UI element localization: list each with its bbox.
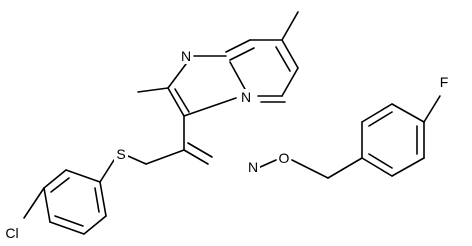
- bond: [361, 157, 393, 177]
- bond: [174, 88, 190, 113]
- bond: [281, 39, 299, 69]
- bond: [43, 169, 67, 189]
- bond: [229, 47, 255, 61]
- bond: [187, 142, 213, 158]
- bond: [183, 149, 209, 165]
- bonds: [23, 11, 441, 235]
- bond: [50, 177, 70, 193]
- atom-f: F: [440, 74, 449, 90]
- bond: [291, 159, 329, 179]
- atom-cl: Cl: [5, 225, 18, 241]
- bond: [65, 169, 101, 183]
- bond: [43, 187, 51, 223]
- bond: [54, 215, 84, 227]
- bond: [167, 87, 185, 117]
- bond: [391, 103, 425, 123]
- bond: [99, 181, 107, 217]
- bond: [281, 67, 299, 97]
- bond: [145, 149, 185, 165]
- bond: [229, 61, 247, 92]
- atom-n-bridgehead: N: [241, 89, 251, 105]
- bond: [275, 46, 291, 72]
- atom-o-oxime: O: [279, 150, 290, 166]
- bond: [361, 103, 393, 123]
- bond: [423, 95, 441, 123]
- bond: [368, 153, 393, 169]
- bond: [281, 11, 299, 41]
- bond: [127, 155, 147, 165]
- atom-n-oxime: N: [248, 159, 258, 175]
- bond: [183, 97, 237, 117]
- bond: [99, 159, 115, 183]
- bond: [83, 215, 107, 235]
- bond: [49, 221, 85, 235]
- bond: [137, 87, 169, 93]
- atom-n-imidazole: N: [181, 48, 191, 64]
- atom-s-thioether: S: [116, 146, 125, 162]
- bond: [257, 159, 277, 169]
- bond: [327, 157, 363, 179]
- bond: [167, 63, 187, 89]
- bond: [94, 187, 100, 213]
- bond: [225, 39, 251, 53]
- bond: [391, 157, 425, 177]
- atom-labels: N N S N O F Cl: [2, 48, 451, 241]
- bond: [368, 111, 393, 127]
- bond: [23, 187, 45, 219]
